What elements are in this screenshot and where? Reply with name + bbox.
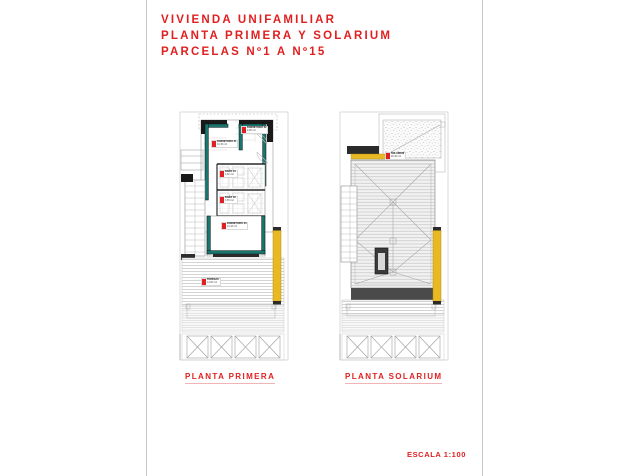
label-swatch-icon — [222, 223, 226, 229]
room-name: DORMITORIO 02 — [247, 126, 267, 130]
label-swatch-icon — [220, 171, 224, 177]
room-area: 14,60 m2 — [207, 282, 217, 284]
accent-column — [272, 229, 282, 303]
room-area: 28,40 m2 — [391, 156, 401, 158]
drawing-sheet: VIVIENDA UNIFAMILIAR PLANTA PRIMERA Y SO… — [146, 0, 483, 476]
title-line-2: PLANTA PRIMERA Y SOLARIUM — [161, 30, 393, 42]
title-line-1: VIVIENDA UNIFAMILIAR — [161, 14, 337, 26]
floor-plan-planta-solarium: SOLARIUM 28,40 m2 — [337, 108, 452, 364]
room-area: 12,18 m2 — [227, 226, 237, 228]
room-name: SOLARIUM — [391, 152, 405, 156]
caption-planta-solarium: PLANTA SOLARIUM — [345, 372, 443, 384]
room-label-dormitorio-02[interactable]: DORMITORIO 02 9,68 m2 — [241, 126, 269, 134]
accent-column — [432, 229, 442, 303]
room-label-solarium[interactable]: SOLARIUM 28,40 m2 — [385, 152, 407, 160]
sheet-title: VIVIENDA UNIFAMILIAR PLANTA PRIMERA Y SO… — [161, 12, 392, 60]
label-swatch-icon — [242, 127, 246, 133]
room-label-dormitorio-03[interactable]: DORMITORIO 03 12,18 m2 — [221, 222, 249, 230]
room-area: 10,45 m2 — [217, 144, 227, 146]
title-line-3: PARCELAS Nº1 A Nº15 — [161, 46, 327, 58]
room-area: 3,55 m2 — [225, 200, 234, 202]
room-name: DORMITORIO 01 — [217, 140, 237, 144]
room-label-bano-01[interactable]: BAÑO 01 3,92 m2 — [219, 170, 238, 178]
room-name: BAÑO 01 — [225, 170, 236, 174]
room-area: 9,68 m2 — [247, 130, 256, 132]
floor-plan-planta-primera: DORMITORIO 01 10,45 m2 DORMITORIO 02 9,6… — [177, 108, 292, 364]
room-label-dormitorio-01[interactable]: DORMITORIO 01 10,45 m2 — [211, 140, 239, 148]
room-name: DORMITORIO 03 — [227, 222, 247, 226]
label-swatch-icon — [386, 153, 390, 159]
label-swatch-icon — [220, 197, 224, 203]
scale-note: ESCALA 1:100 — [406, 450, 466, 459]
room-name: BAÑO 02 — [225, 196, 236, 200]
room-label-terraza[interactable]: TERRAZA 14,60 m2 — [201, 278, 221, 286]
label-swatch-icon — [202, 279, 206, 285]
room-area: 3,92 m2 — [225, 174, 234, 176]
room-label-bano-02[interactable]: BAÑO 02 3,55 m2 — [219, 196, 238, 204]
label-swatch-icon — [212, 141, 216, 147]
room-name: TERRAZA — [207, 278, 219, 282]
caption-planta-primera: PLANTA PRIMERA — [185, 372, 276, 384]
